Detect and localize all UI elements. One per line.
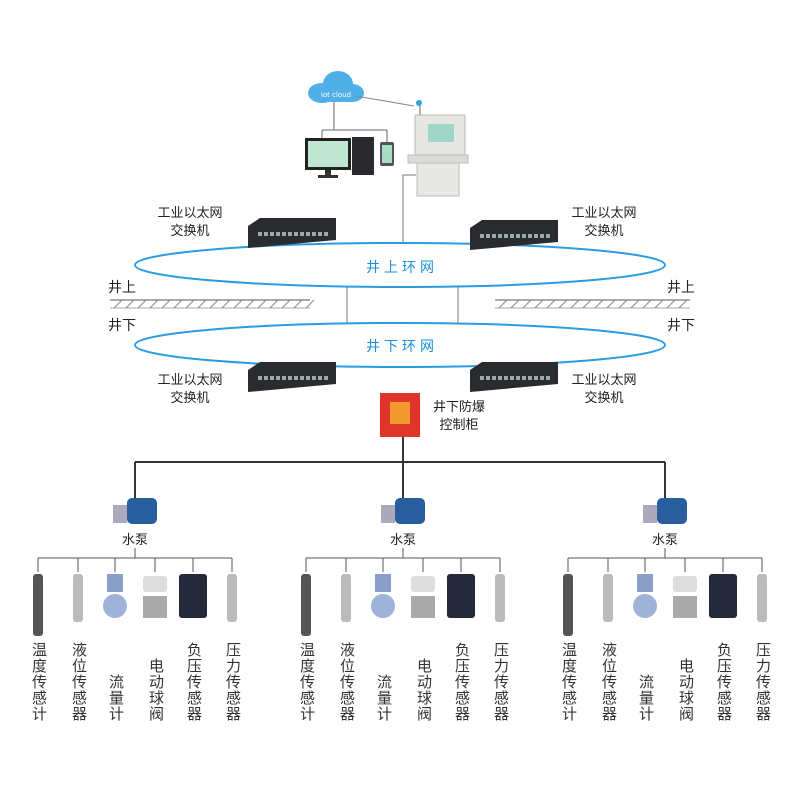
- ethernet-switch-icon: [248, 218, 336, 248]
- pump-label: 水泵: [651, 533, 679, 548]
- below-ground-label-right: 井下: [667, 318, 695, 334]
- valve-sensor-icon: [143, 576, 167, 618]
- level-sensor-icon: [341, 574, 351, 622]
- cabinet-label: 井下防爆控制柜: [432, 400, 486, 433]
- switch-label-top-left: 工业以太网交换机: [157, 206, 223, 239]
- switch-label-bottom-left: 工业以太网交换机: [157, 373, 223, 406]
- pump-label: 水泵: [389, 533, 417, 548]
- flow-sensor-icon: [633, 574, 657, 618]
- cloud-icon: [308, 71, 364, 103]
- above-ground-label-left: 井上: [108, 280, 136, 296]
- water-pump-icon: [381, 498, 425, 524]
- sensor-label: 负压传感器: [185, 642, 203, 722]
- flow-sensor-icon: [371, 574, 395, 618]
- sensor-label: 电动球阀: [677, 658, 695, 722]
- surface-ring-label: 井上环网: [366, 260, 438, 276]
- sensor-label: 液位传感器: [338, 642, 356, 722]
- pressure-sensor-icon: [495, 574, 505, 622]
- flow-sensor-icon: [103, 574, 127, 618]
- sensor-label: 压力传感器: [492, 642, 510, 722]
- negative-pressure-sensor-icon: [709, 574, 737, 618]
- ground-line: [110, 299, 690, 309]
- ethernet-switch-icon: [470, 220, 558, 250]
- level-sensor-icon: [603, 574, 613, 622]
- ethernet-switch-icon: [248, 362, 336, 392]
- sensor-label: 压力传感器: [754, 642, 772, 722]
- underground-ring-label: 井下环网: [366, 339, 438, 355]
- pc-link: [322, 102, 387, 131]
- switch-label-bottom-right: 工业以太网交换机: [571, 373, 637, 406]
- monitor-icon: [305, 138, 351, 178]
- pressure-sensor-icon: [757, 574, 767, 622]
- level-sensor-icon: [73, 574, 83, 622]
- sensor-label: 流量计: [107, 674, 125, 722]
- sensor-label: 压力传感器: [224, 642, 242, 722]
- above-ground-label-right: 井上: [667, 280, 695, 296]
- valve-sensor-icon: [673, 576, 697, 618]
- sensor-label: 流量计: [375, 674, 393, 722]
- control-console-icon: [407, 100, 469, 197]
- switch-label-top-right: 工业以太网交换机: [571, 206, 637, 239]
- sensor-label: 电动球阀: [147, 658, 165, 722]
- underground-ring: [134, 322, 666, 368]
- water-pump-icon: [113, 498, 157, 524]
- water-pump-icon: [643, 498, 687, 524]
- sensor-label: 负压传感器: [715, 642, 733, 722]
- negative-pressure-sensor-icon: [447, 574, 475, 618]
- cloud-label: iot cloud: [321, 91, 351, 99]
- temperature-sensor-icon: [301, 574, 311, 636]
- sensor-label: 负压传感器: [453, 642, 471, 722]
- sensor-label: 液位传感器: [600, 642, 618, 722]
- below-ground-label-left: 井下: [108, 318, 136, 334]
- sensor-label: 温度传感计: [298, 642, 316, 722]
- sensor-label: 液位传感器: [70, 642, 88, 722]
- temperature-sensor-icon: [33, 574, 43, 636]
- console-link: [402, 174, 416, 243]
- temperature-sensor-icon: [563, 574, 573, 636]
- sensor-label: 流量计: [637, 674, 655, 722]
- wireless-link: [355, 95, 415, 107]
- explosion-proof-cabinet-icon: [380, 393, 420, 437]
- surface-ring: [134, 242, 666, 288]
- ethernet-switch-icon: [470, 362, 558, 392]
- pressure-sensor-icon: [227, 574, 237, 622]
- sensor-label: 温度传感计: [560, 642, 578, 722]
- valve-sensor-icon: [411, 576, 435, 618]
- pc-tower-icon: [352, 137, 374, 175]
- pump-label: 水泵: [121, 533, 149, 548]
- negative-pressure-sensor-icon: [179, 574, 207, 618]
- sensor-label: 温度传感计: [30, 642, 48, 722]
- sensor-label: 电动球阀: [415, 658, 433, 722]
